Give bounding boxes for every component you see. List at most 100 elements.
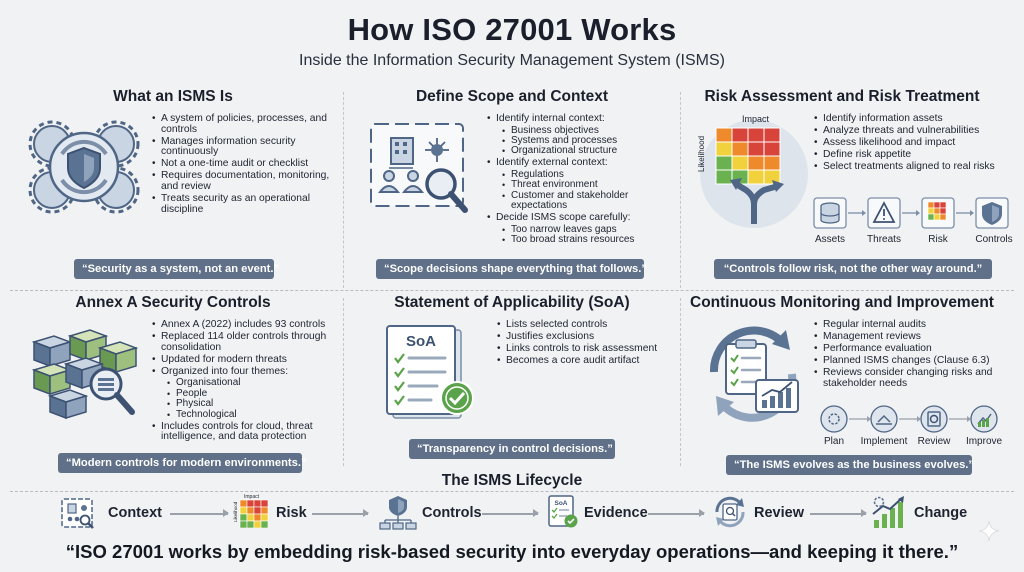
scope-decide-label: Decide ISMS scope carefully: [496, 212, 631, 224]
lifecycle-arrow [482, 510, 539, 516]
lifecycle-label-evidence: Evidence [584, 505, 648, 521]
pdca-label-review: Review [917, 436, 951, 447]
panel-title-soa: Statement of Applicability (SoA) [394, 294, 630, 311]
monitor-bullet: Reviews consider changing risks and stak… [814, 368, 1014, 389]
scope-subitem: Organizational structure [502, 145, 677, 157]
lifecycle-step-context: Context [60, 496, 170, 532]
lifecycle-label-change: Change [914, 505, 968, 521]
scope-external-item: Identify external context: Regulations T… [487, 158, 677, 211]
annex-bullet: Includes controls for cloud, threat inte… [152, 421, 338, 443]
risk-matrix-side-label: Likelihood [697, 136, 706, 172]
risk-flow-label-controls: Controls [975, 234, 1013, 245]
risk-flow-label-assets: Assets [814, 234, 845, 245]
soa-bullet-list: Lists selected controls Justifies exclus… [497, 319, 667, 368]
risk-matrix-icon: Impact Likelihood [696, 112, 810, 235]
risk-bullet: Analyze threats and vulnerabilities [814, 125, 1024, 137]
scope-org-icon [365, 116, 477, 225]
soa-bullet: Links controls to risk assessment [497, 344, 667, 355]
lifecycle-arrow [648, 510, 705, 516]
lifecycle-arrow [312, 510, 369, 516]
pdca-label-improve: Improve [965, 436, 1003, 447]
divider-horizontal [10, 290, 1014, 291]
annex-theme: Organisational [167, 378, 338, 390]
scope-subitem: Too narrow leaves gaps [502, 224, 677, 236]
annex-quote-badge: “Modern controls for modern environments… [58, 453, 307, 473]
isms-bullet: Requires documentation, monitoring, and … [152, 171, 332, 192]
isms-quote-badge: “Security as a system, not an event.” [74, 259, 279, 279]
controls-hierarchy-icon [379, 496, 417, 530]
risk-matrix-mini-icon: Impact Likelihood [233, 494, 269, 528]
soa-doc-label: SoA [406, 333, 436, 350]
lifecycle-label-risk: Risk [276, 505, 307, 521]
monitor-quote-badge: “The ISMS evolves as the business evolve… [726, 455, 974, 475]
lifecycle-step-review: Review [712, 496, 812, 532]
panel-title-risk: Risk Assessment and Risk Treatment [704, 88, 980, 105]
control-blocks-icon [26, 322, 144, 427]
scope-internal-label: Identify internal context: [496, 113, 605, 124]
risk-flow-label-threats: Threats [867, 234, 901, 245]
lifecycle-label-review: Review [754, 505, 804, 521]
risk-flow-label-risk: Risk [928, 234, 948, 245]
risk-flow-diagram [810, 194, 1020, 237]
context-icon [61, 498, 94, 529]
lifecycle-soa-label: SoA [555, 500, 568, 507]
pdca-label-plan: Plan [823, 436, 844, 447]
risk-quote-badge: “Controls follow risk, not the other way… [714, 259, 992, 279]
lifecycle-label-context: Context [108, 505, 162, 521]
isms-bullet: Not a one-time audit or checklist [152, 159, 332, 170]
risk-bullet: Identify information assets [814, 113, 1024, 125]
lifecycle-risk-likelihood-label: Likelihood [233, 501, 238, 522]
lifecycle-risk-impact-label: Impact [244, 494, 260, 500]
scope-bullet-list: Identify internal context: Business obje… [487, 113, 677, 247]
annex-themes-item: Organized into four themes: Organisation… [152, 366, 338, 421]
soa-quote-badge: “Transparency in control decisions.” [409, 439, 615, 459]
isms-bullet: A system of policies, processes, and con… [152, 113, 332, 135]
monitor-bullet: Management reviews [814, 331, 1014, 343]
scope-external-label: Identify external context: [496, 157, 608, 169]
panel-soa: Statement of Applicability (SoA) SoA Lis… [345, 294, 679, 474]
panel-annex-a: Annex A Security Controls Annex A (2022)… [0, 294, 343, 474]
gears-shield-icon [22, 114, 146, 223]
lifecycle-arrow [810, 510, 867, 516]
lifecycle-step-controls: Controls [378, 496, 508, 532]
isms-bullet-list: A system of policies, processes, and con… [152, 113, 332, 217]
soa-bullet: Lists selected controls [497, 319, 667, 331]
monitor-bullet: Regular internal audits [814, 319, 1014, 331]
divider-vertical-right [680, 92, 681, 288]
review-cycle-icon [715, 496, 745, 528]
annex-theme: Physical [167, 398, 338, 410]
annex-theme: Technological [167, 409, 338, 421]
divider-vertical-left [343, 92, 344, 288]
annex-bullet: Updated for modern threats [152, 354, 338, 366]
scope-subitem: Threat environment [502, 179, 677, 191]
monitoring-cycle-icon [696, 320, 808, 429]
annex-bullet-list: Annex A (2022) includes 93 controls Repl… [152, 319, 338, 444]
evidence-document-icon: SoA [548, 495, 578, 528]
scope-subitem: Customer and stakeholder expectations [502, 190, 677, 212]
risk-bullet: Select treatments aligned to real risks [814, 162, 1024, 173]
panel-scope-context: Define Scope and Context Identify intern… [345, 88, 679, 288]
scope-subitem: Business objectives [502, 125, 677, 137]
risk-bullet-list: Identify information assets Analyze thre… [814, 113, 1024, 174]
risk-bullet: Define risk appetite [814, 150, 1024, 161]
scope-subitem: Systems and processes [502, 135, 677, 147]
divider-vertical-right-lower [680, 298, 681, 466]
annex-theme: People [167, 388, 338, 400]
pdca-cycle-icons [818, 404, 1018, 439]
isms-bullet: Manages information security continuousl… [152, 136, 332, 158]
risk-matrix-top-label: Impact [742, 114, 770, 124]
monitor-bullet: Performance evaluation [814, 344, 1014, 355]
panel-risk: Risk Assessment and Risk Treatment Impac… [682, 88, 1024, 288]
soa-bullet: Justifies exclusions [497, 331, 667, 343]
scope-subitem: Regulations [502, 169, 677, 181]
monitor-bullet: Planned ISMS changes (Clause 6.3) [814, 356, 1014, 367]
divider-lifecycle [10, 491, 1014, 492]
scope-internal-item: Identify internal context: Business obje… [487, 113, 677, 157]
lifecycle-title: The ISMS Lifecycle [441, 472, 583, 489]
lifecycle-step-risk: Impact Likelihood Risk [232, 494, 312, 532]
panel-title-scope: Define Scope and Context [415, 88, 609, 105]
page-title: How ISO 27001 Works [347, 12, 677, 47]
lifecycle-arrow [170, 510, 229, 516]
change-growth-icon [872, 496, 904, 528]
panel-title-isms: What an ISMS Is [113, 88, 233, 105]
